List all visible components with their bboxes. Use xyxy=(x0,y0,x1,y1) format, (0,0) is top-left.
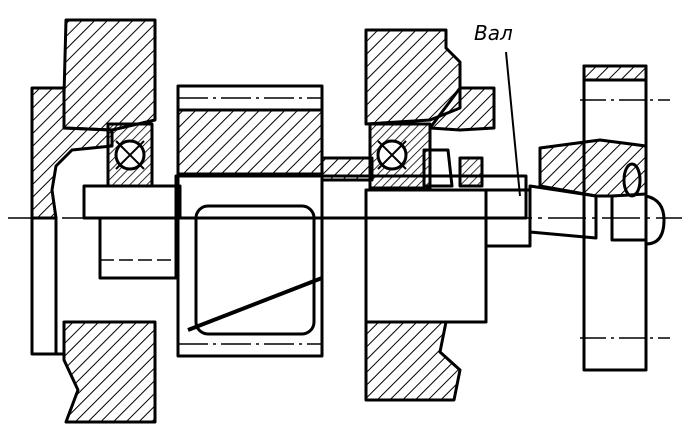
left-bearing xyxy=(106,122,154,188)
shaft-left-section xyxy=(82,184,182,280)
left-housing-wall xyxy=(30,18,157,424)
right-housing-wall xyxy=(364,28,496,402)
callout-leader-line xyxy=(505,51,521,197)
right-bearing xyxy=(368,122,484,190)
shaft-callout-label: Вал xyxy=(474,21,513,45)
left-gear xyxy=(176,84,324,358)
right-coupling xyxy=(538,64,670,372)
shaft-main-body xyxy=(174,174,598,278)
